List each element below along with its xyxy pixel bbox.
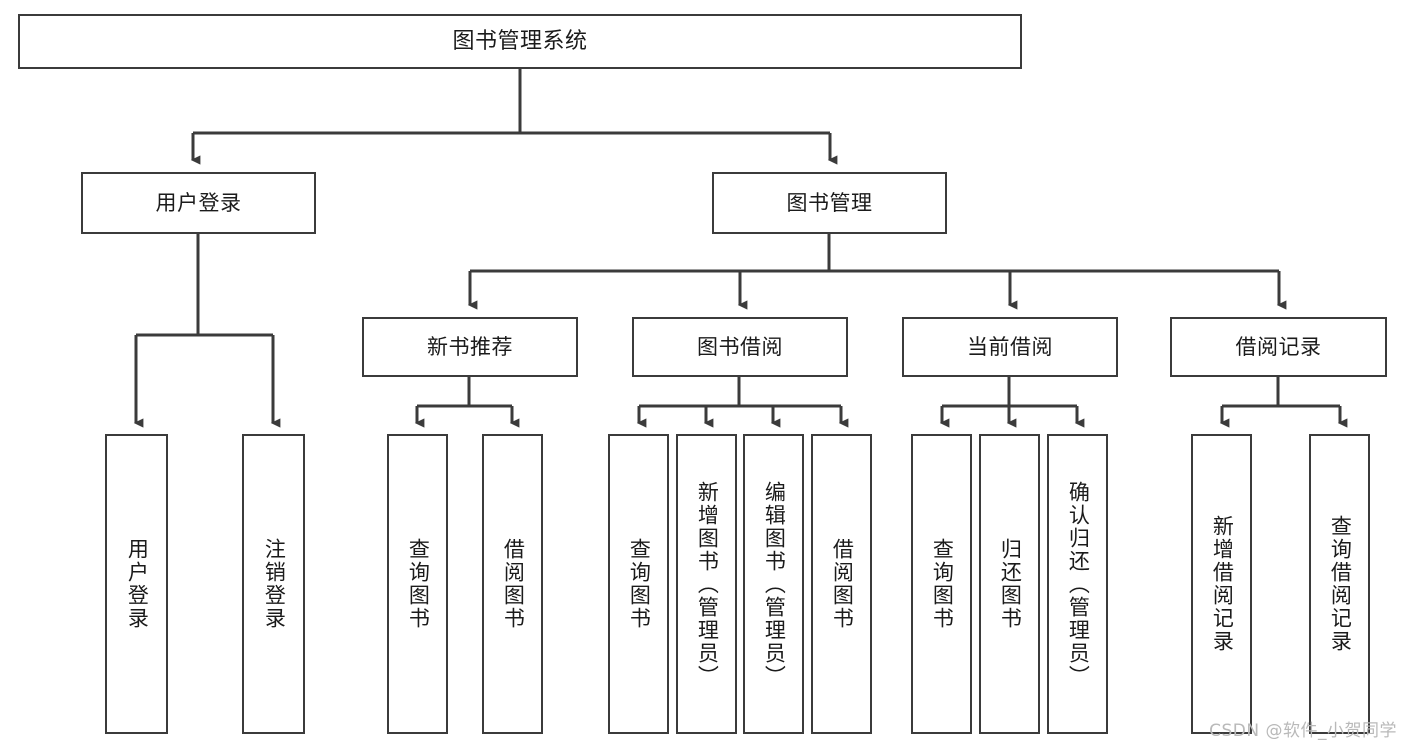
node-borrow-record[interactable]: 借阅记录 <box>1170 317 1387 377</box>
leaf-label: 查询图书 <box>930 538 955 630</box>
node-user-login-label: 用户登录 <box>155 190 242 215</box>
node-new-book-recommend-label: 新书推荐 <box>427 334 513 359</box>
leaf-label: 查询图书 <box>627 538 652 630</box>
leaf-borrow-query-book[interactable]: 查询图书 <box>608 434 669 734</box>
leaf-current-query-book[interactable]: 查询图书 <box>911 434 972 734</box>
node-user-login[interactable]: 用户登录 <box>81 172 316 234</box>
leaf-record-query[interactable]: 查询借阅记录 <box>1309 434 1370 734</box>
node-book-borrow[interactable]: 图书借阅 <box>632 317 848 377</box>
leaf-label: 编辑图书（管理员） <box>762 480 787 688</box>
node-root-label: 图书管理系统 <box>452 28 588 54</box>
leaf-current-return-book[interactable]: 归还图书 <box>979 434 1040 734</box>
leaf-label: 借阅图书 <box>830 538 855 630</box>
node-root[interactable]: 图书管理系统 <box>18 14 1022 69</box>
node-current-borrow-label: 当前借阅 <box>967 334 1053 359</box>
node-current-borrow[interactable]: 当前借阅 <box>902 317 1118 377</box>
leaf-label: 确认归还（管理员） <box>1066 480 1091 688</box>
leaf-user-login-signout[interactable]: 注销登录 <box>242 434 305 734</box>
leaf-user-login-signin[interactable]: 用户登录 <box>105 434 168 734</box>
leaf-new-book-query[interactable]: 查询图书 <box>387 434 448 734</box>
leaf-label: 新增图书（管理员） <box>695 480 720 688</box>
leaf-label: 归还图书 <box>998 538 1023 630</box>
leaf-label: 新增借阅记录 <box>1210 515 1235 653</box>
leaf-new-book-borrow[interactable]: 借阅图书 <box>482 434 543 734</box>
node-book-borrow-label: 图书借阅 <box>697 334 783 359</box>
leaf-current-confirm-return[interactable]: 确认归还（管理员） <box>1047 434 1108 734</box>
leaf-borrow-edit-book[interactable]: 编辑图书（管理员） <box>743 434 804 734</box>
leaf-label: 注销登录 <box>262 538 287 630</box>
csdn-watermark: CSDN @软件_小贺同学 <box>1209 721 1397 741</box>
leaf-label: 查询图书 <box>406 538 431 630</box>
leaf-label: 借阅图书 <box>501 538 526 630</box>
leaf-label: 用户登录 <box>125 538 150 630</box>
node-new-book-recommend[interactable]: 新书推荐 <box>362 317 578 377</box>
leaf-borrow-add-book[interactable]: 新增图书（管理员） <box>676 434 737 734</box>
node-book-management[interactable]: 图书管理 <box>712 172 947 234</box>
leaf-borrow-borrow-book[interactable]: 借阅图书 <box>811 434 872 734</box>
node-book-management-label: 图书管理 <box>786 190 873 215</box>
leaf-label: 查询借阅记录 <box>1328 515 1353 653</box>
node-borrow-record-label: 借阅记录 <box>1235 334 1322 359</box>
leaf-record-add[interactable]: 新增借阅记录 <box>1191 434 1252 734</box>
